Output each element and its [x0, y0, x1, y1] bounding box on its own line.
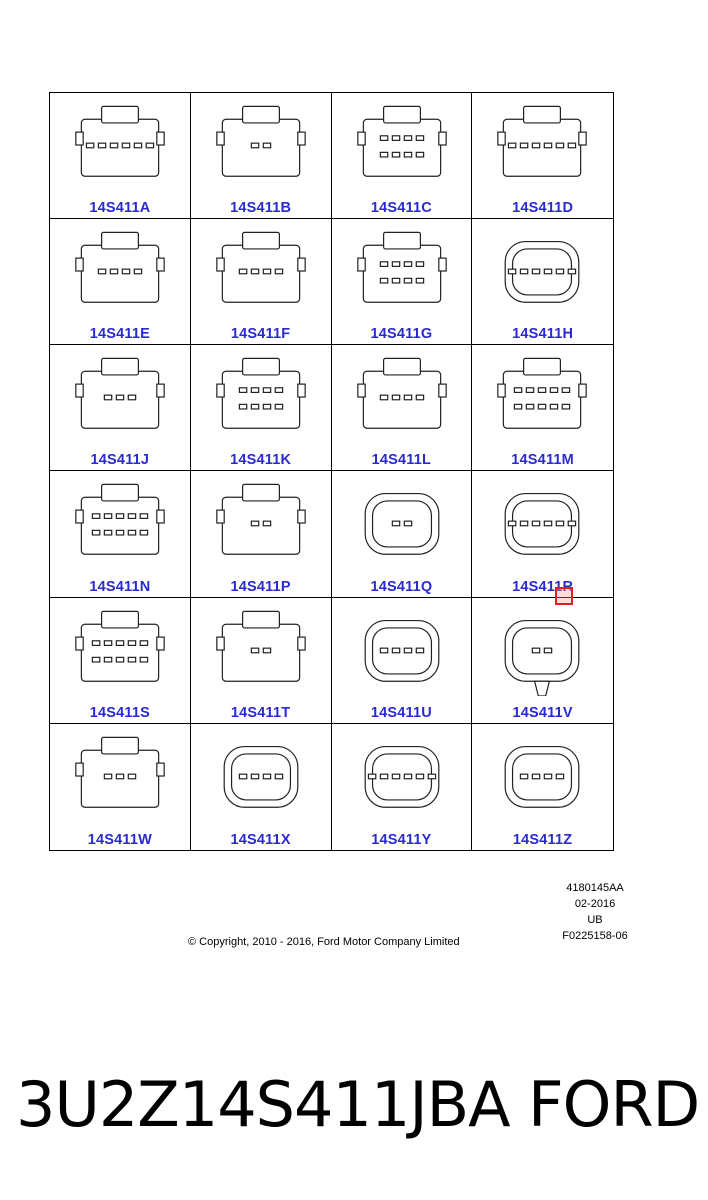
connector-label: 14S411B	[230, 200, 292, 217]
six-pin-connector-icon	[364, 745, 439, 808]
connector-cell[interactable]: 14S411F	[190, 219, 332, 346]
copyright-text: © Copyright, 2010 - 2016, Ford Motor Com…	[188, 936, 460, 948]
connector-cell[interactable]: 14S411J	[50, 345, 191, 472]
connector-grid: 14S411A 14S411B 14S411C 14S411D 14S411E 14S41…	[49, 92, 614, 851]
connector-cell[interactable]: 14S411R	[472, 471, 613, 598]
connector-label: 14S411F	[230, 326, 291, 343]
connector-cell[interactable]: 14S411E	[50, 219, 191, 346]
connector-label: 14S411V	[512, 704, 573, 721]
wide-connector-icon	[75, 484, 165, 556]
ten-pin-connector-icon	[75, 610, 165, 682]
connector-label: 14S411D	[512, 200, 574, 217]
connector-cell[interactable]: 14S411W	[50, 723, 191, 850]
connector-label: 14S411G	[370, 326, 433, 343]
part-number: 3U2Z14S411JBA	[16, 1068, 511, 1141]
connector-label: 14S411Y	[371, 831, 432, 848]
drawing-code: 4180145AA	[566, 882, 624, 894]
connector-label: 14S411N	[89, 578, 151, 595]
connector-cell[interactable]: 14S411B	[190, 93, 332, 220]
two-pin-connector-icon	[215, 610, 306, 682]
connector-cell[interactable]: 14S411H	[472, 219, 613, 346]
ten-pin-connector-icon	[497, 358, 588, 430]
connector-cell[interactable]: 14S411D	[472, 93, 613, 220]
side-connector-icon	[215, 484, 306, 556]
six-pin-connector-icon	[497, 105, 588, 177]
four-pin-connector-icon	[504, 745, 580, 808]
four-pin-connector-icon	[75, 231, 165, 304]
connector-cell[interactable]: 14S411S	[50, 597, 191, 724]
connector-cell[interactable]: 14S411X	[191, 723, 332, 850]
connector-cell[interactable]: 14S411N	[50, 471, 191, 598]
multi-pin-connector-icon	[215, 358, 306, 430]
four-pin-connector-icon	[215, 231, 306, 304]
figure-number: F0225158-06	[562, 930, 628, 942]
connector-label: 14S411R	[512, 578, 574, 595]
multi-pin-connector-icon	[356, 231, 447, 304]
connector-label: 14S411S	[89, 704, 150, 721]
connector-cell[interactable]: 14S411C	[331, 93, 473, 220]
oval-two-pin-connector-icon	[364, 493, 439, 556]
connector-cell[interactable]: 14S411U	[331, 597, 473, 724]
four-pin-connector-icon	[364, 619, 439, 682]
connector-label: 14S411T	[230, 704, 291, 721]
connector-label: 14S411U	[370, 704, 432, 721]
connector-label: 14S411E	[89, 326, 150, 343]
highlight-marker[interactable]	[555, 587, 573, 605]
six-pin-connector-icon	[504, 493, 580, 556]
brand-name: FORD	[528, 1068, 700, 1141]
connector-label: 14S411X	[230, 831, 291, 848]
connector-cell[interactable]: 14S411Q	[331, 471, 473, 598]
connector-cell[interactable]: 14S411G	[331, 219, 473, 346]
drawing-region: UB	[587, 914, 603, 926]
connector-label: 14S411W	[87, 831, 153, 848]
three-pin-connector-icon	[75, 358, 165, 430]
connector-label: 14S411L	[371, 452, 432, 469]
flat-connector-icon	[75, 105, 165, 177]
connector-label: 14S411H	[512, 326, 574, 343]
connector-label: 14S411Z	[512, 831, 573, 848]
drawing-date: 02-2016	[574, 898, 616, 910]
round-connector-icon	[504, 241, 580, 304]
connector-cell[interactable]: 14S411M	[472, 345, 613, 472]
four-pin-connector-icon	[356, 358, 447, 430]
connector-cell[interactable]: 14S411P	[190, 471, 332, 598]
connector-label: 14S411Q	[370, 578, 433, 595]
connector-cell[interactable]: 14S411Z	[472, 724, 613, 850]
two-pin-connector-icon	[215, 105, 306, 177]
connector-cell[interactable]: 14S411T	[190, 597, 332, 724]
connector-label: 14S411P	[230, 578, 291, 595]
drawing-meta: 4180145AA 02-2016 UB F0225158-06	[540, 880, 650, 944]
eight-pin-connector-icon	[356, 105, 447, 177]
three-pin-connector-icon	[75, 736, 165, 808]
pushpin-connector-icon	[504, 619, 580, 696]
connector-label: 14S411A	[89, 200, 151, 217]
connector-cell[interactable]: 14S411K	[190, 345, 332, 472]
connector-cell[interactable]: 14S411Y	[332, 723, 473, 850]
connector-label: 14S411M	[511, 452, 574, 469]
connector-label: 14S411J	[90, 452, 150, 469]
four-pin-connector-icon	[223, 745, 299, 808]
connector-label: 14S411K	[230, 452, 292, 469]
connector-cell[interactable]: 14S411V	[472, 598, 613, 724]
connector-label: 14S411C	[370, 200, 432, 217]
connector-cell[interactable]: 14S411L	[331, 345, 473, 472]
connector-cell[interactable]: 14S411A	[50, 93, 191, 220]
